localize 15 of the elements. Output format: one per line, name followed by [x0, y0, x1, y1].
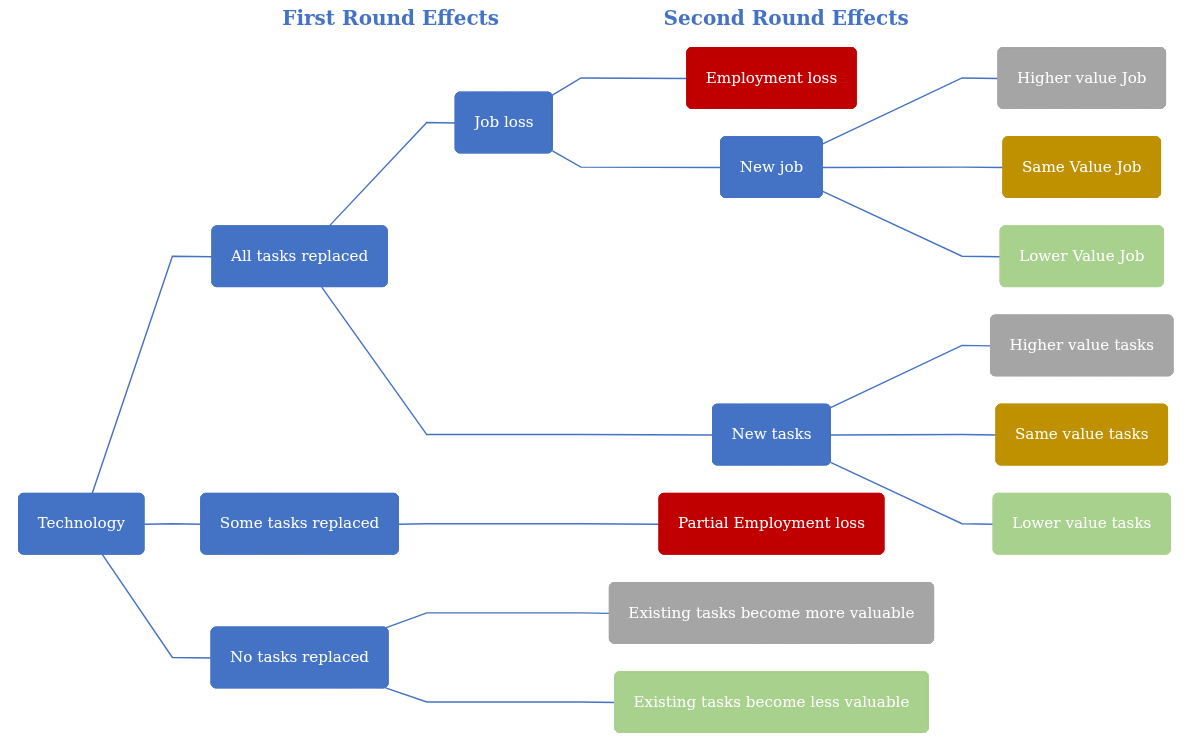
- connector: [320, 286, 714, 436]
- connector: [829, 344, 992, 409]
- connector: [384, 612, 611, 629]
- connector: [397, 523, 660, 525]
- column-heading: Second Round Effects: [663, 6, 909, 32]
- column-heading: First Round Effects: [282, 6, 500, 32]
- connector: [551, 77, 688, 96]
- connector: [821, 77, 999, 145]
- connector: [101, 553, 212, 659]
- connector: [143, 523, 202, 525]
- connector: [829, 433, 997, 436]
- connector: [384, 687, 616, 704]
- connector: [91, 255, 213, 495]
- connector: [821, 166, 1004, 169]
- connector: [551, 150, 722, 169]
